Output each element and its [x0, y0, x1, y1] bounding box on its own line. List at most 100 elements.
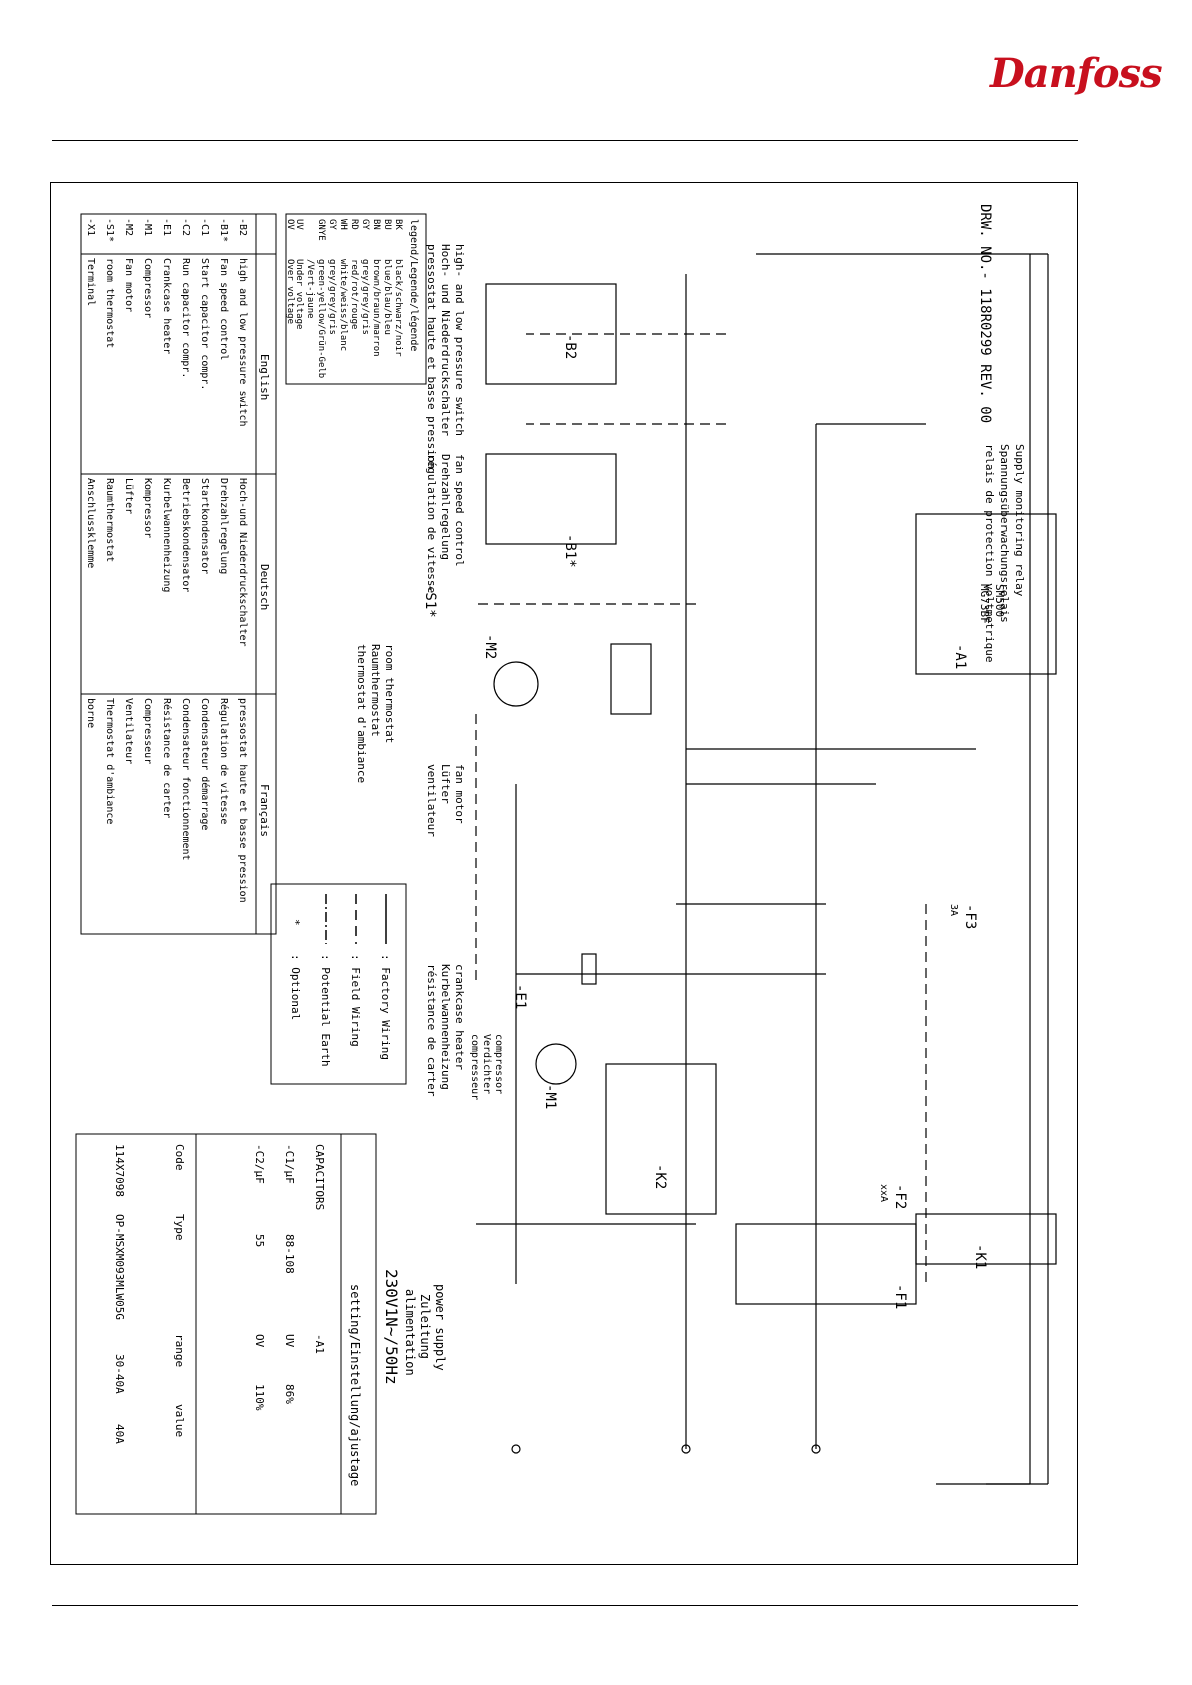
cell-range: 30-40A: [113, 1354, 126, 1394]
compressor-de: Verdichter: [481, 1034, 492, 1094]
cell-ov: 110%: [253, 1384, 266, 1411]
settings-table: setting/Einstellung/ajustage Code Type r…: [75, 1133, 377, 1515]
component-rows: -B2 high and low pressure switchHoch-und …: [85, 218, 248, 903]
component-table: English Deutsch Français: [80, 213, 277, 935]
component-cell: -C2: [180, 218, 191, 236]
drawing-canvas: DRW. NO.- 118R0299 REV. 00 power supply …: [52, 184, 1076, 1563]
fan-motor-fr: ventilateur: [425, 764, 438, 837]
component-cell: Anschlussklemme: [85, 478, 96, 568]
col-range: range: [173, 1334, 186, 1367]
component-cell: Betriebskondensator: [180, 478, 191, 592]
wiring-diagram: DRW. NO.- 118R0299 REV. 00 power supply …: [75, 204, 1057, 1515]
fan-motor-en: fan motor: [453, 764, 466, 824]
relay-model-2: MG73BF: [978, 584, 991, 624]
component-cell: Compressor: [142, 258, 153, 318]
component-cell: Drehzahlregelung: [218, 478, 229, 574]
danfoss-logo: Danfoss: [990, 50, 1163, 97]
fan-speed-de: Drehzahlregelung: [439, 454, 452, 560]
drawing-number: DRW. NO.- 118R0299 REV. 00: [977, 204, 993, 423]
color-code: RD: [349, 219, 359, 230]
header-rule: [52, 140, 1078, 141]
footer-rule: [52, 1605, 1078, 1606]
color-desc: blue/blau/bleu: [382, 259, 392, 335]
legend-earth: : Potential Earth: [319, 954, 332, 1067]
col-code: Code: [173, 1144, 186, 1171]
m1-label: -M1: [542, 1084, 558, 1109]
col-capacitors: CAPACITORS: [313, 1144, 326, 1210]
voltage-label: 230V1N~/50Hz: [382, 1269, 401, 1385]
color-desc: green-yellow/Grün-Gelb: [316, 259, 326, 378]
crankcase-en: crankcase heater: [453, 964, 466, 1070]
fan-speed-en: fan speed control: [453, 454, 466, 567]
component-cell: Lüfter: [123, 478, 134, 514]
power-supply-label-de: Zuleitung: [418, 1294, 432, 1359]
s1-label: -S1*: [422, 584, 438, 618]
color-desc: Over voltage: [285, 259, 295, 324]
component-cell: Hoch-und Niederdruckschalter: [237, 478, 248, 647]
settings-title: setting/Einstellung/ajustage: [348, 1284, 362, 1486]
legend-factory: : Factory Wiring: [379, 954, 392, 1060]
b1-label: -B1*: [562, 534, 578, 568]
col-c2: -C2/µF: [253, 1144, 266, 1184]
f1-label: -F1: [892, 1284, 908, 1309]
component-cell: Run capacitor compr.: [180, 258, 191, 378]
compressor-fr: compresseur: [469, 1034, 480, 1100]
component-cell: room thermostat: [104, 258, 115, 348]
component-cell: Résistance de carter: [161, 698, 173, 818]
color-desc: red/rot/rouge: [349, 259, 359, 329]
color-desc: /Vert-jaune: [305, 259, 315, 319]
field-wiring: [475, 333, 927, 1284]
color-legend: legend/Legende/légende BKblack/schwarz/n…: [285, 213, 427, 385]
color-code: GNYE: [316, 219, 326, 241]
cell-type: OP-MSXM093MLW05G: [113, 1214, 126, 1320]
power-supply-label-fr: alimentation: [403, 1289, 417, 1376]
pressure-switch-de: Hoch- und Niederdruckschalter: [439, 244, 452, 436]
header-francais: Français: [258, 784, 271, 837]
k1-label: -K1: [972, 1244, 988, 1269]
color-code: BU: [382, 219, 392, 230]
component-cell: -M1: [142, 218, 153, 236]
component-cell: Kurbelwannenheizung: [161, 478, 172, 592]
component-cell: -B2: [237, 218, 248, 236]
fan-motor-de: Lüfter: [439, 764, 452, 804]
b2-label: -B2: [562, 334, 578, 359]
component-cell: Condensateur démarrage: [199, 698, 211, 830]
relay-model-1: SM500: [993, 584, 1006, 617]
k2-label: -K2: [652, 1164, 668, 1189]
component-cell: Fan speed control: [218, 258, 229, 360]
col-uv: UV: [283, 1334, 296, 1348]
color-desc: Under voltage: [294, 259, 304, 329]
relay-title-en: Supply monitoring relay: [1013, 444, 1026, 597]
color-code: GY: [327, 219, 337, 230]
f2-sub: xxA: [878, 1184, 889, 1202]
legend-field: : Field Wiring: [349, 954, 362, 1047]
component-cell: Condensateur fonctionnement: [180, 698, 191, 861]
legend-optional: : Optional: [289, 954, 302, 1020]
m2-label: -M2: [482, 634, 498, 659]
component-cell: Compresseur: [142, 698, 153, 764]
cell-c1: 88-108: [283, 1234, 296, 1274]
rotated-drawing: DRW. NO.- 118R0299 REV. 00 power supply …: [52, 184, 1076, 1563]
color-code: UV: [294, 219, 304, 230]
component-cell: high and low pressure switch: [237, 258, 248, 427]
col-a1: -A1: [313, 1334, 326, 1354]
pressure-switch-fr: pressostat haute et basse pression: [425, 244, 438, 469]
color-desc: grey/grey/gris: [360, 259, 370, 335]
cell-uv: 86%: [283, 1384, 296, 1404]
component-cell: Start capacitor compr.: [199, 258, 210, 390]
wire-legend: : Factory Wiring : Field Wiring : Potent…: [270, 883, 407, 1085]
component-cell: Régulation de vitesse: [218, 698, 230, 824]
color-code: GY: [360, 219, 370, 230]
color-code: BN: [371, 219, 381, 230]
f2-label: -F2: [892, 1184, 908, 1209]
color-code: WH: [338, 219, 348, 230]
component-cell: -E1: [161, 218, 172, 236]
col-ov: OV: [253, 1334, 266, 1348]
component-cell: -M2: [123, 218, 134, 236]
a1-label: -A1: [952, 644, 968, 669]
color-desc: brown/braun/marron: [371, 259, 381, 357]
component-cell: -C1: [199, 218, 210, 236]
wiring: [476, 253, 1057, 1485]
component-cell: -B1*: [218, 218, 229, 242]
color-code: BK: [393, 219, 403, 230]
